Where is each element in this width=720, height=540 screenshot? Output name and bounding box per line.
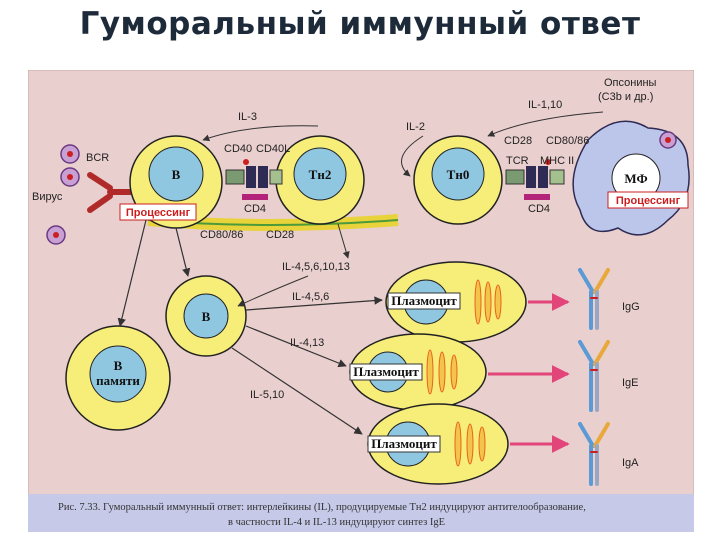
label-il3: IL-3: [238, 111, 257, 123]
arrow-il1: [487, 111, 604, 137]
b-cell-activated-label: B: [202, 309, 211, 324]
iga-antibody-icon: [578, 422, 610, 486]
label-cd28-left: CD28: [266, 229, 294, 241]
arrow-il3: [202, 125, 319, 142]
label-cd80-left: CD80/86: [200, 229, 243, 241]
label-cd40: CD40: [224, 143, 252, 155]
virus-icon: [46, 144, 80, 245]
label-virus: Вирус: [32, 191, 63, 203]
receptor-complex-left: [225, 159, 283, 200]
receptor-complex-right: [505, 159, 565, 200]
b-cell-activated: B: [165, 275, 247, 357]
label-cd80-right: CD80/86: [546, 135, 589, 147]
label-igg: IgG: [622, 301, 640, 313]
label-mhc: MHC II: [540, 155, 574, 167]
processing-label-b: Процессинг: [126, 207, 191, 219]
label-il413: IL-4,13: [290, 337, 324, 349]
igg-antibody-icon: [578, 268, 610, 330]
mf-cell-label: МФ: [624, 171, 647, 186]
label-cd40l: CD40L: [256, 143, 290, 155]
arrow-il2: [401, 135, 424, 177]
plasma-cell-2: Плазмоцит: [349, 333, 487, 411]
diagram-canvas: BCR Вирус B Процессинг Тн2 Тн0: [28, 70, 694, 532]
label-bcr: BCR: [86, 152, 109, 164]
plasma-cell-1: Плазмоцит: [385, 261, 527, 343]
processing-box-mf: Процессинг: [607, 191, 689, 209]
label-il2: IL-2: [406, 121, 425, 133]
label-il456: IL-4,5,6: [292, 291, 329, 303]
plasma-cell-2-label: Плазмоцит: [353, 364, 419, 379]
th2-cell: Тн2: [275, 135, 365, 225]
arrow-il-main: [237, 275, 309, 307]
arrow-b-to-b2: [175, 227, 191, 277]
memory-b-cell: B памяти: [65, 325, 171, 431]
plasma-cell-3: Плазмоцит: [367, 403, 509, 485]
label-cd4-left: CD4: [244, 203, 266, 215]
processing-label-mf: Процессинг: [616, 195, 681, 207]
processing-box-b: Процессинг: [119, 203, 197, 221]
figure-caption-line1: Рис. 7.33. Гуморальный иммунный ответ: и…: [58, 502, 586, 513]
label-cd4-right: CD4: [528, 203, 550, 215]
label-ige: IgE: [622, 377, 639, 389]
b-cell-label: B: [172, 167, 181, 182]
plasma-cell-1-label: Плазмоцит: [391, 293, 457, 308]
label-il-main: IL-4,5,6,10,13: [282, 261, 350, 273]
label-il1: IL-1,10: [528, 99, 562, 111]
th0-cell: Тн0: [413, 135, 503, 225]
th0-cell-label: Тн0: [447, 167, 470, 182]
figure-caption-line2: в частности IL-4 и IL-13 индуцируют синт…: [228, 517, 445, 528]
arrow-to-plasma-1: [245, 296, 383, 311]
th2-cell-label: Тн2: [309, 167, 332, 182]
slide-title: Гуморальный иммунный ответ: [79, 6, 641, 42]
caption-background: [28, 494, 694, 532]
macrophage-cell: МФ: [572, 120, 690, 236]
memory-b-label: B: [114, 358, 123, 373]
label-iga: IgA: [622, 457, 639, 469]
label-opsonins-detail: (C3b и др.): [598, 91, 653, 103]
label-tcr: TCR: [506, 155, 529, 167]
label-opsonins: Опсонины: [604, 77, 657, 89]
arrow-b-to-memory: [117, 219, 147, 327]
ige-antibody-icon: [578, 340, 610, 412]
arrow-to-plasma-2: [245, 325, 347, 368]
memory-b-label-2: памяти: [96, 373, 140, 388]
label-cd28-right: CD28: [504, 135, 532, 147]
arrow-to-plasma-3: [231, 347, 363, 435]
arrow-th2-down: [337, 223, 350, 259]
plasma-cell-3-label: Плазмоцит: [371, 436, 437, 451]
immune-response-figure: BCR Вирус B Процессинг Тн2 Тн0: [28, 70, 694, 532]
label-il510: IL-5,10: [250, 389, 284, 401]
